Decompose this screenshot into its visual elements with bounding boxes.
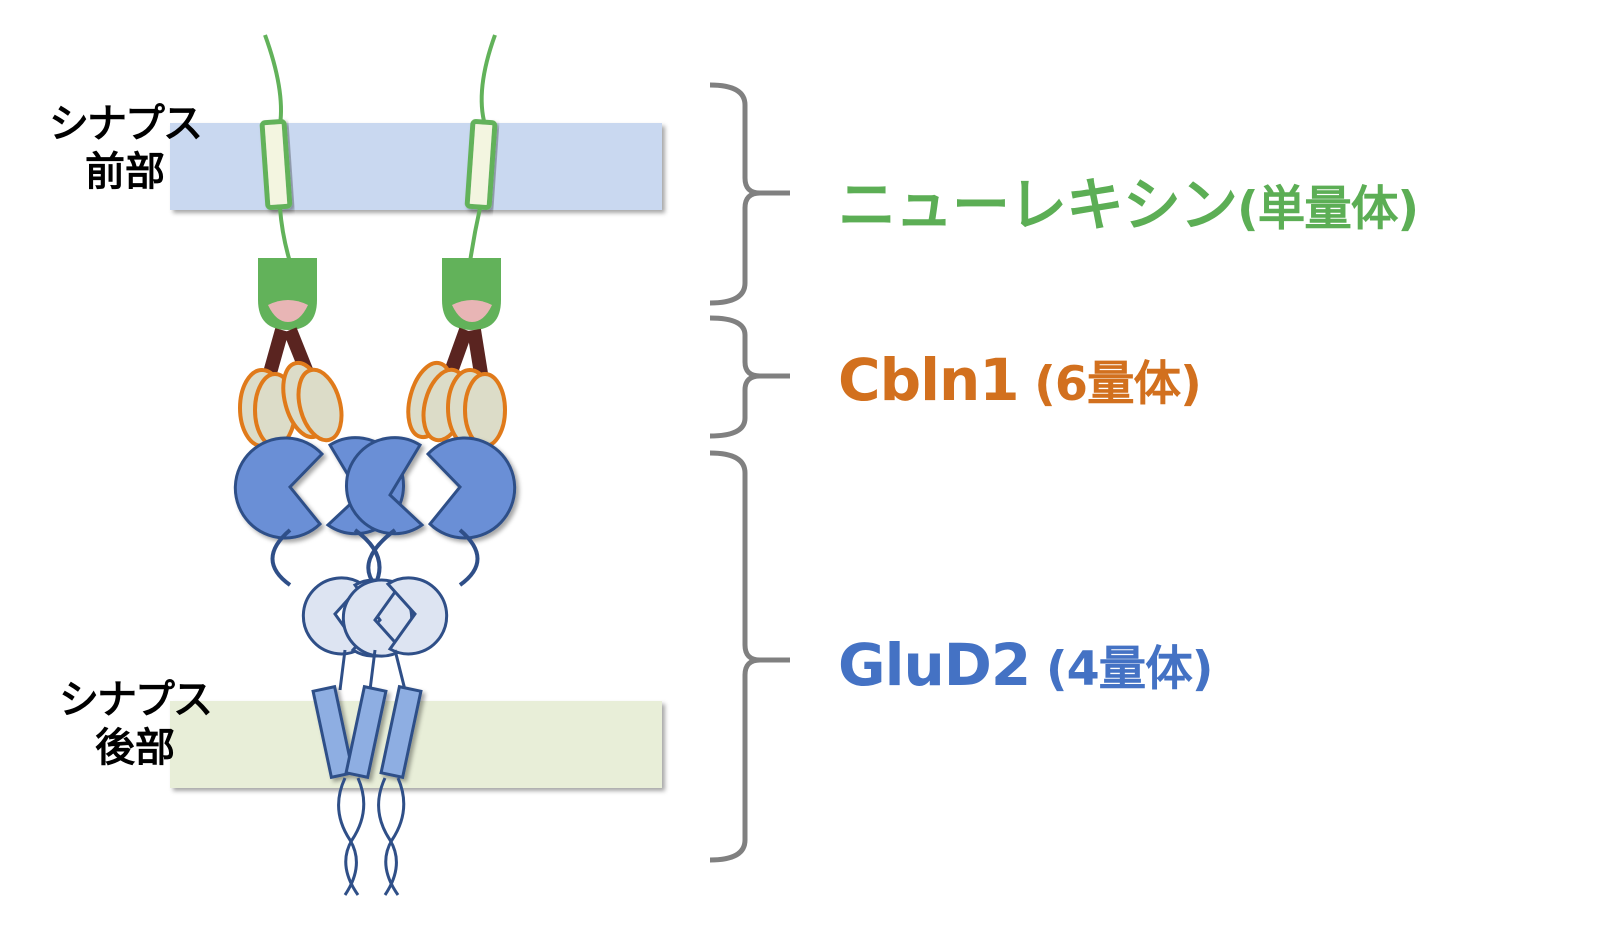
presynaptic-label: シナプス 前部: [20, 100, 230, 196]
legend-glud2-suffix: (4量体): [1030, 642, 1214, 697]
cbln1-left: [238, 360, 344, 448]
glud2-transmembrane: [338, 649, 407, 691]
postsynaptic-label-line1: シナプス: [59, 677, 213, 723]
postsynaptic-label: シナプス 後部: [30, 676, 240, 772]
presynaptic-label-line2: 前部: [85, 149, 165, 195]
cbln1-right: [406, 360, 507, 448]
legend-glud2: GluD2 (4量体): [838, 630, 1214, 699]
glud2-tm-helices: [311, 684, 423, 780]
presynaptic-membrane: [170, 123, 662, 210]
glud2-upper-domains: [233, 436, 517, 540]
legend-cbln1-suffix: (6量体): [1018, 357, 1202, 412]
glud2-c-terminal-tails: [337, 777, 406, 896]
legend-glud2-name: GluD2: [838, 631, 1031, 699]
neurexin-right: [442, 34, 501, 330]
legend-neurexin: ニューレキシン(単量体): [838, 158, 1419, 242]
glud2-linkers: [270, 528, 480, 589]
legend-neurexin-name: ニューレキシン: [838, 171, 1238, 239]
glud2-lower-domains: [301, 576, 449, 658]
bracket-neurexin: [709, 82, 790, 306]
postsynaptic-label-line2: 後部: [95, 725, 175, 771]
presynaptic-label-line1: シナプス: [49, 101, 203, 147]
legend-cbln1-name: Cbln1: [838, 346, 1020, 414]
legend-cbln1: Cbln1 (6量体): [838, 345, 1202, 414]
legend-neurexin-suffix: (単量体): [1237, 182, 1419, 237]
bracket-glud2: [709, 450, 790, 863]
neurexin-left: [258, 34, 317, 330]
bracket-cbln1: [709, 315, 790, 439]
